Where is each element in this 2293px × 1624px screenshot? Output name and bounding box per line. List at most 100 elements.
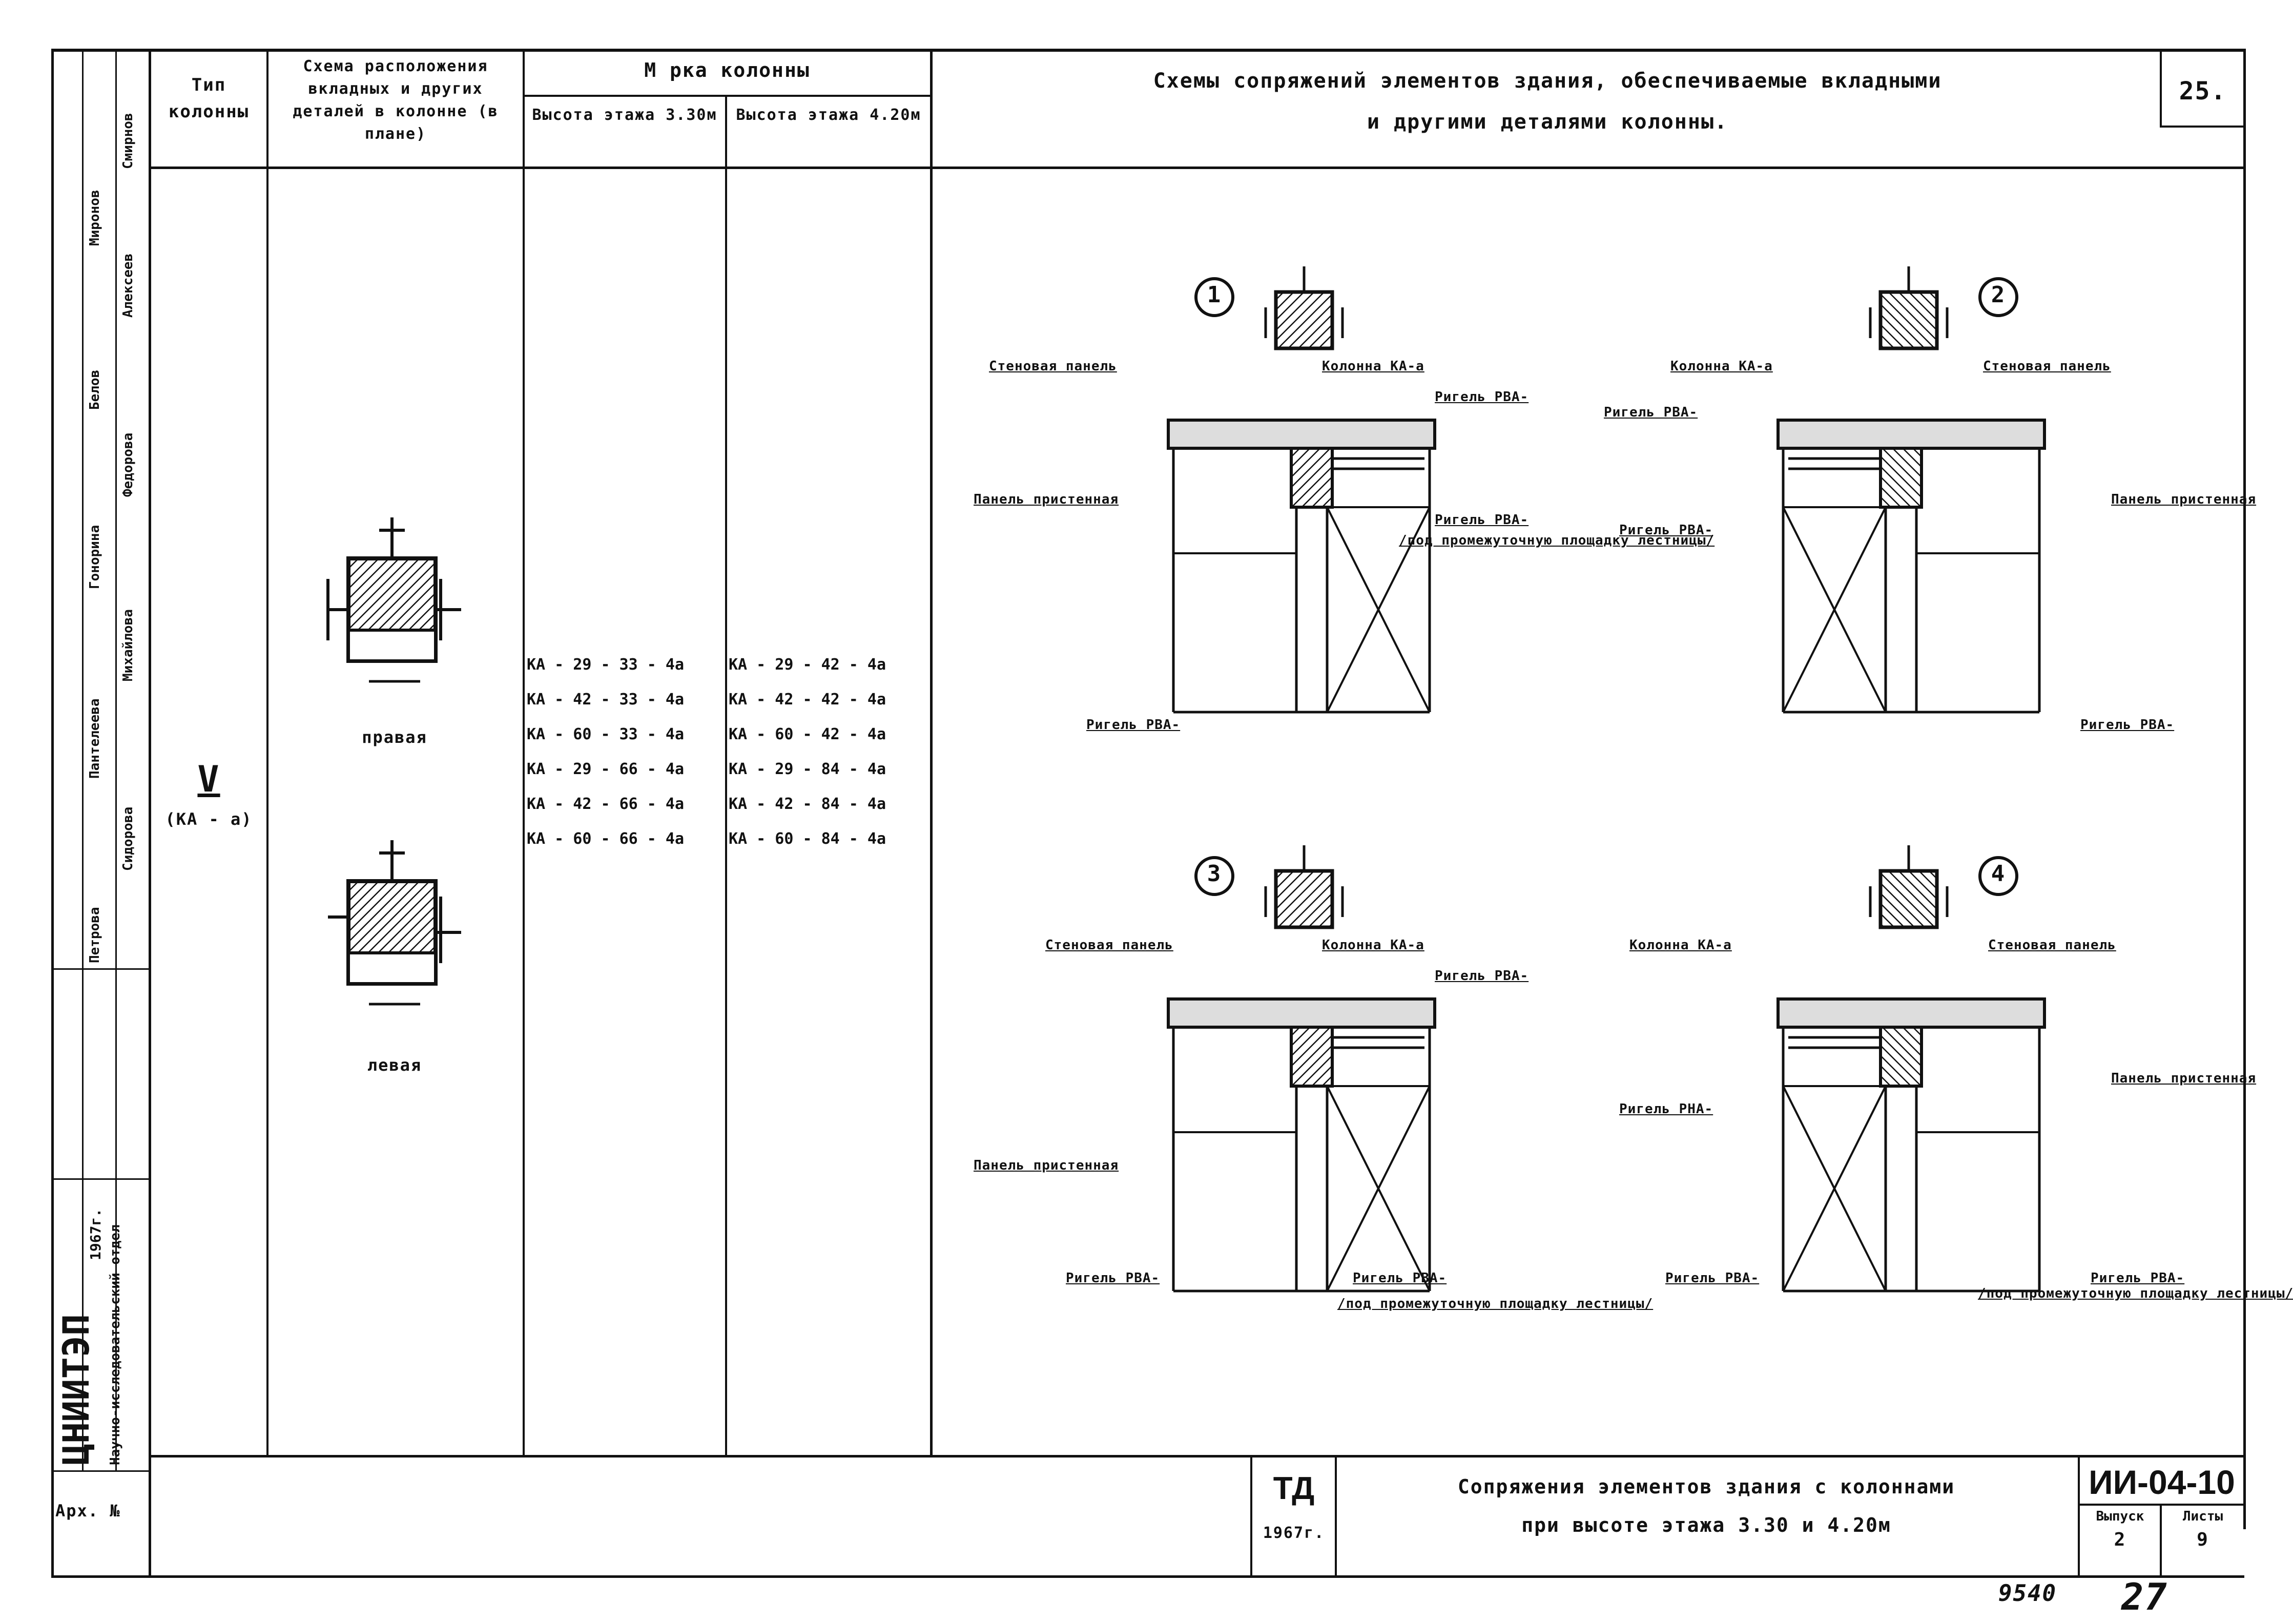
detail-label: Стеновая панель xyxy=(1983,359,2111,374)
frame-header-bottom xyxy=(149,166,2244,169)
stamp-name: Миронов xyxy=(87,190,102,246)
stamp-name: Федорова xyxy=(120,432,136,497)
detail-label: Колонна КА-а xyxy=(1629,938,1732,953)
page-number: 25. xyxy=(2179,77,2227,106)
detail-label: Колонна КА-а xyxy=(1670,359,1773,374)
header-col-type: Тип колонны xyxy=(168,75,250,122)
stamp-name: Сидорова xyxy=(120,806,136,871)
detail-line xyxy=(1978,856,2018,896)
frame-pageno-bottom xyxy=(2160,126,2244,128)
detail-label: Колонна КА-а xyxy=(1322,359,1424,374)
frame-col-3 xyxy=(725,95,727,1455)
column-mark: КА - 42 - 42 - 4а xyxy=(729,691,886,709)
detail-line xyxy=(1274,290,1334,350)
frame-top xyxy=(51,49,2244,52)
column-scheme-left xyxy=(328,840,461,1006)
detail-label: Панель пристенная xyxy=(2111,492,2257,507)
detail-line xyxy=(1782,1086,1887,1292)
detail-label: Стеновая панель xyxy=(989,359,1117,374)
column-mark: КА - 60 - 84 - 4а xyxy=(729,830,886,848)
frame-content-bottom xyxy=(149,1455,2244,1458)
column-mark: КА - 29 - 42 - 4а xyxy=(729,656,886,674)
stamp-archive: Арх. № xyxy=(55,1501,121,1521)
detail-label: Ригель РВА- xyxy=(2091,1271,2185,1286)
detail-label: Колонна КА-а xyxy=(1322,938,1424,953)
column-type-label: V xyxy=(197,758,220,800)
tb-sheet-label: Листы xyxy=(2182,1509,2223,1524)
detail-label: Панель пристенная xyxy=(2111,1071,2257,1086)
detail-drawing xyxy=(1167,845,1436,1293)
footer-inv: 9540 xyxy=(1998,1580,2057,1607)
detail-label: /под промежуточную площадку лестницы/ xyxy=(1978,1286,2293,1301)
detail-line xyxy=(1194,856,1234,896)
column-mark: КА - 60 - 66 - 4а xyxy=(527,830,685,848)
detail-label: Ригель РВА- xyxy=(1435,389,1529,405)
stamp-name: Пантелеева xyxy=(87,698,102,779)
detail-line xyxy=(1879,1026,1923,1088)
detail-label: Панель пристенная xyxy=(974,492,1119,507)
detail-line xyxy=(1326,507,1431,713)
frame-col-1 xyxy=(266,49,268,1455)
tb-title-1: Сопряжения элементов здания с колоннами xyxy=(1457,1475,1955,1498)
detail-line xyxy=(1290,1026,1334,1088)
detail-label: Ригель РВА- xyxy=(1665,1271,1760,1286)
detail-line xyxy=(1878,290,1939,350)
column-mark: КА - 42 - 66 - 4а xyxy=(527,795,685,813)
page-title-2: и другими деталями колонны. xyxy=(1367,110,1728,134)
tb-sheet: 9 xyxy=(2197,1529,2209,1550)
detail-number: 2 xyxy=(1991,282,2006,308)
detail-label: Ригель РВА- xyxy=(1604,405,1698,420)
detail-label: Стеновая панель xyxy=(1988,938,2116,953)
detail-line xyxy=(1326,1086,1431,1292)
frame-mark-sub xyxy=(523,95,930,97)
detail-label: Панель пристенная xyxy=(974,1158,1119,1173)
tb-year: 1967г. xyxy=(1263,1524,1325,1542)
tb-code: ТД xyxy=(1273,1471,1315,1506)
stamp-name: Белов xyxy=(87,369,102,410)
column-scheme-left-label: левая xyxy=(367,1055,422,1075)
stamp-vsep-1 xyxy=(82,49,84,1470)
column-mark: КА - 60 - 33 - 4а xyxy=(527,725,685,743)
header-col-mark: М рка колонны xyxy=(644,59,810,81)
column-mark: КА - 60 - 42 - 4а xyxy=(729,725,886,743)
header-col-h2: Высота этажа 4.20м xyxy=(736,106,921,124)
detail-label: Ригель РВА- xyxy=(2080,717,2175,733)
tb-issue: 2 xyxy=(2114,1529,2126,1550)
tb-issue-label: Выпуск xyxy=(2096,1509,2144,1524)
detail-line xyxy=(1194,277,1234,317)
detail-label: Ригель РНА- xyxy=(1619,1101,1713,1117)
stamp-date: 1967г. xyxy=(87,1208,104,1260)
detail-number: 4 xyxy=(1991,861,2006,887)
stamp-vsep-2 xyxy=(115,49,117,1470)
detail-line xyxy=(1167,997,1436,1029)
detail-label: /под промежуточную площадку лестницы/ xyxy=(1399,533,1715,548)
tb-code-right xyxy=(1335,1455,1337,1578)
detail-line xyxy=(1782,507,1887,713)
column-scheme-right xyxy=(326,517,461,683)
detail-drawing xyxy=(1167,266,1436,714)
tb-doc-no: ИИ-04-10 xyxy=(2089,1463,2235,1501)
header-col-h1: Высота этажа 3.30м xyxy=(532,106,717,124)
detail-label: Стеновая панель xyxy=(1045,938,1173,953)
detail-line xyxy=(1879,447,1923,509)
stamp-name: Алексеев xyxy=(120,253,136,318)
stamp-sep-c xyxy=(51,1470,149,1472)
column-type-sub: (КА - а) xyxy=(165,809,253,829)
detail-label: /под промежуточную площадку лестницы/ xyxy=(1337,1296,1654,1311)
footer-page: 27 xyxy=(2121,1575,2168,1618)
detail-label: Ригель РВА- xyxy=(1086,717,1181,733)
detail-line xyxy=(1978,277,2018,317)
detail-line xyxy=(1878,869,1939,929)
stamp-name: Петрова xyxy=(87,907,102,963)
detail-drawing xyxy=(1776,845,2046,1293)
stamp-sep-a xyxy=(51,968,149,970)
frame-pageno-left xyxy=(2160,49,2162,126)
column-mark: КА - 29 - 84 - 4а xyxy=(729,760,886,778)
column-mark: КА - 29 - 66 - 4а xyxy=(527,760,685,778)
detail-line xyxy=(1290,447,1334,509)
frame-right xyxy=(2243,49,2246,1529)
stamp-dept: Научно-исследовательский отдел xyxy=(108,1224,123,1465)
frame-left-inner xyxy=(149,49,151,1578)
tb-title-2: при высоте этажа 3.30 и 4.20м xyxy=(1521,1514,1891,1536)
stamp-org: ЦНИИТЭП xyxy=(55,1314,97,1465)
